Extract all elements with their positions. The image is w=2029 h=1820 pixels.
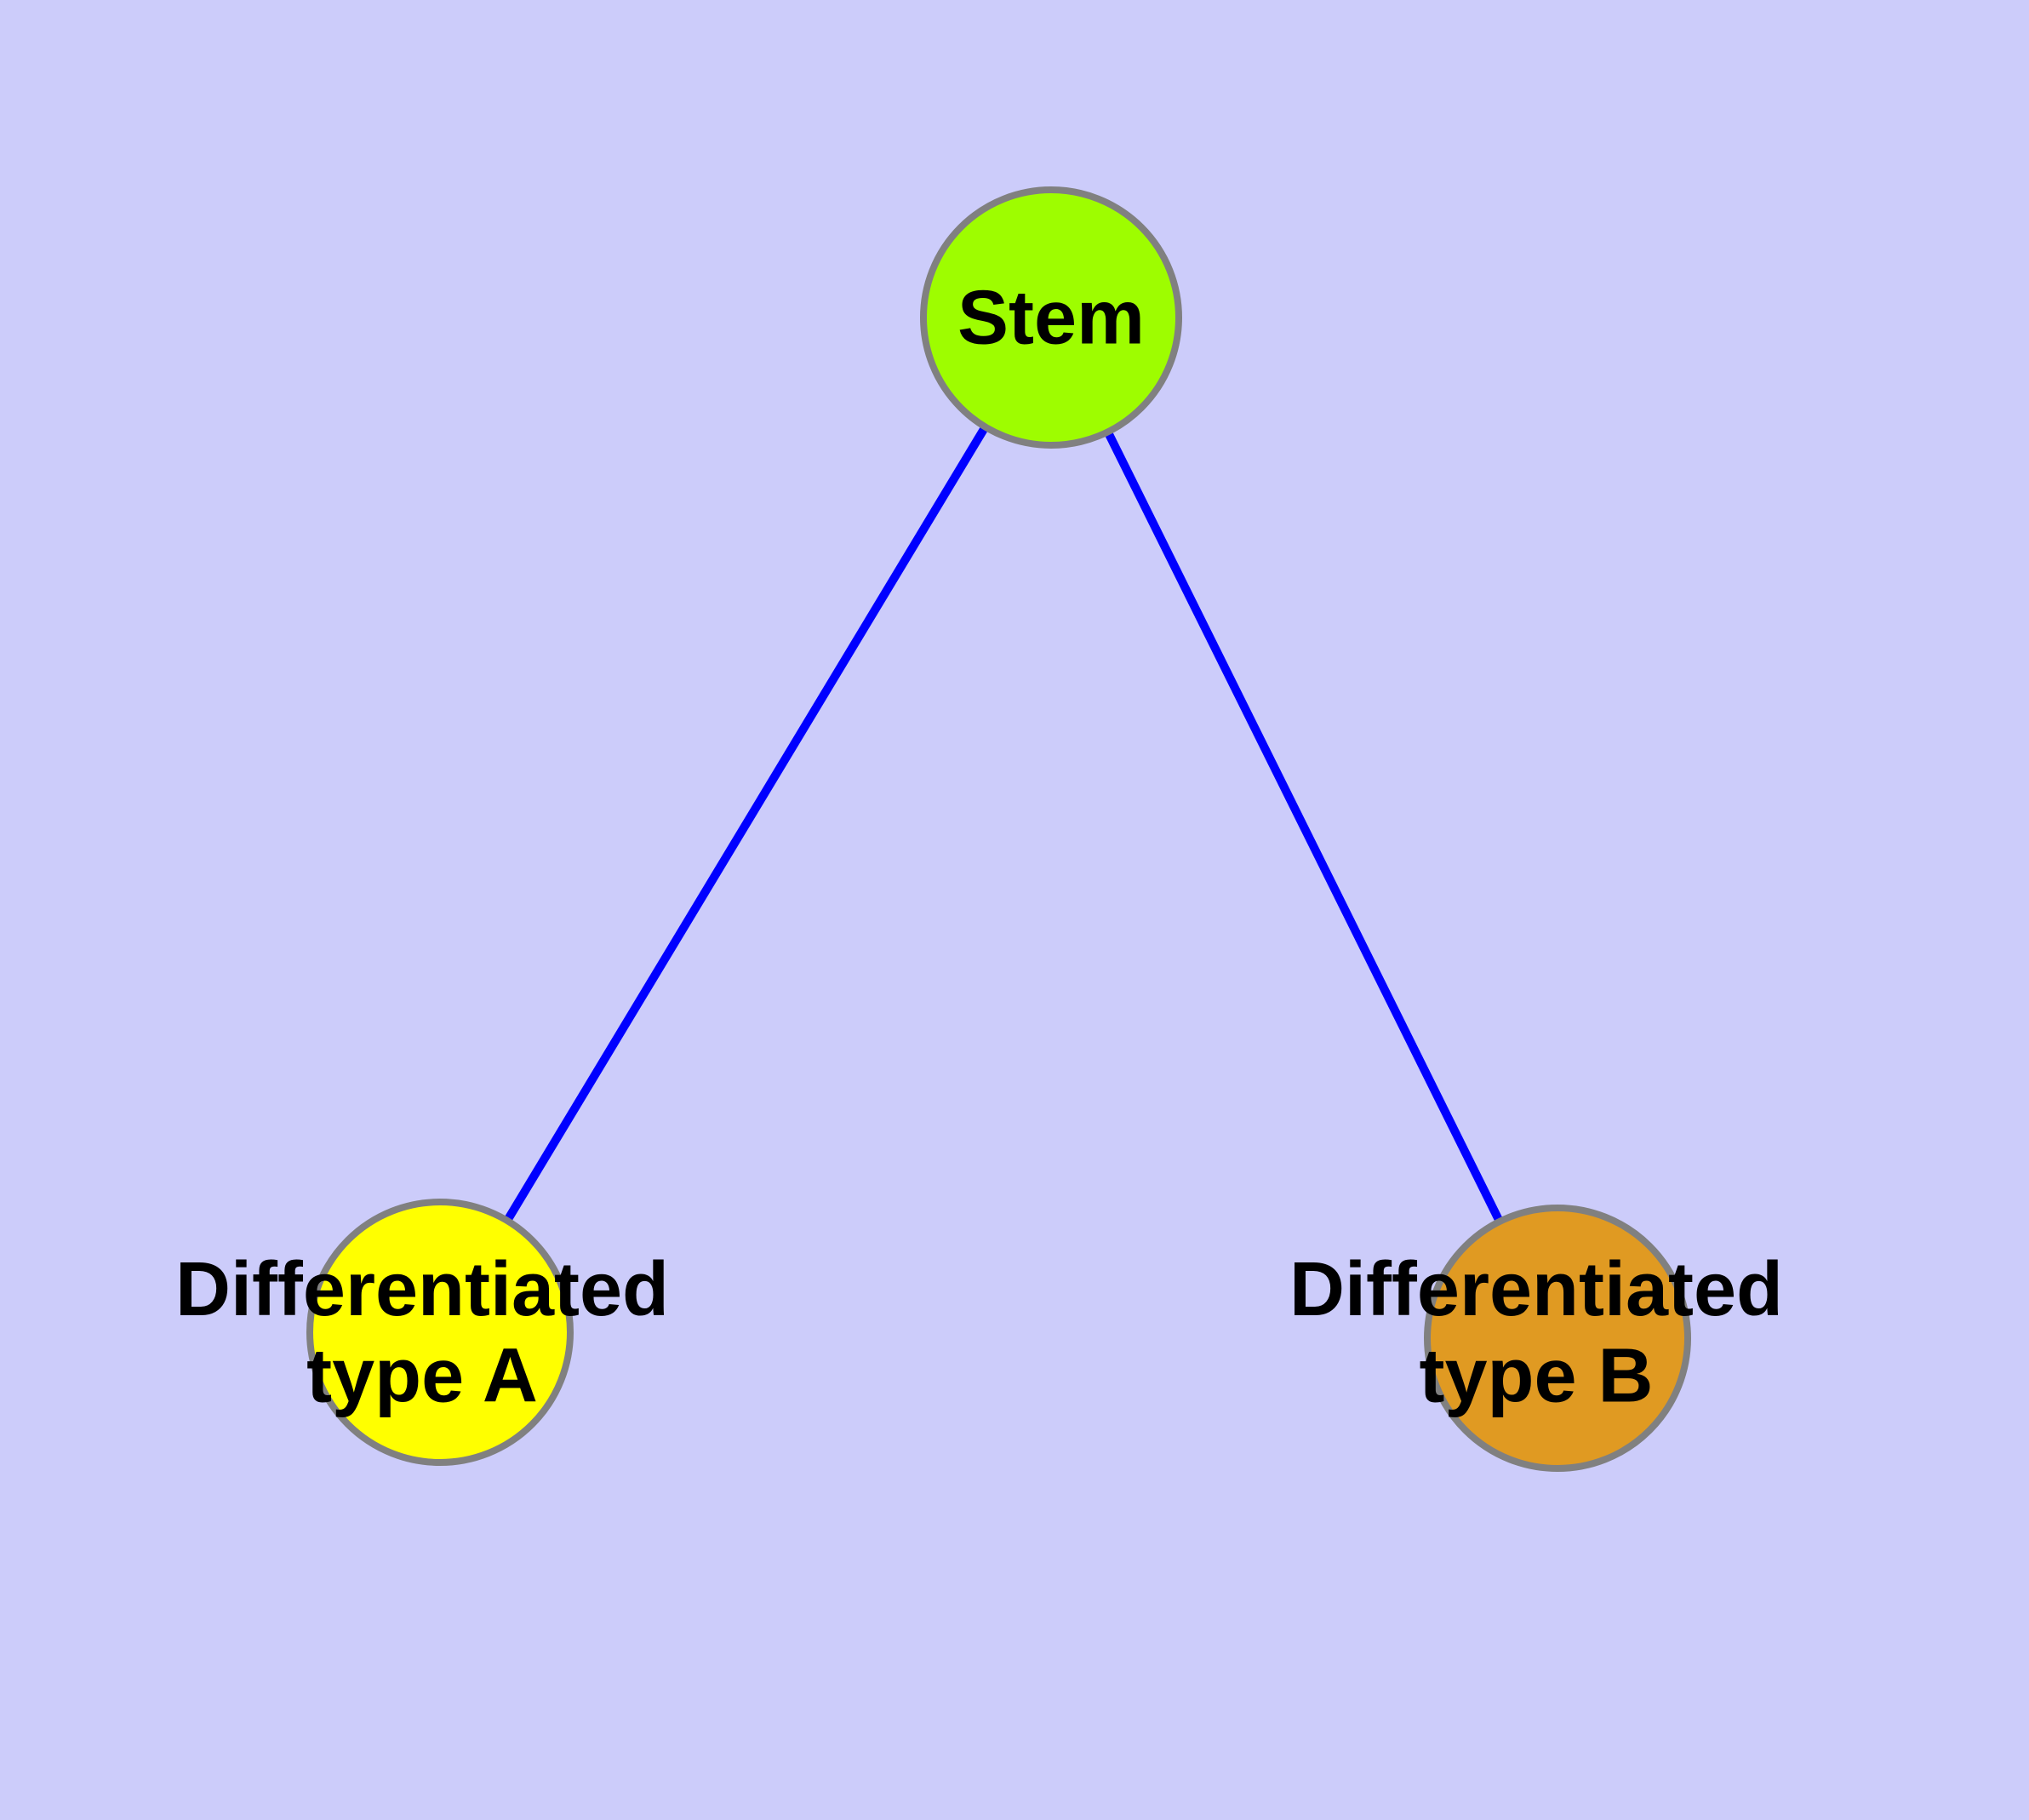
node-label-line: type B — [1419, 1333, 1653, 1418]
node-label-line: Differentiated — [1289, 1247, 1783, 1332]
node-label-line: Stem — [957, 276, 1145, 361]
node-label-stem: Stem — [957, 276, 1145, 361]
edge-stem-to-diff-a — [436, 315, 1055, 1335]
node-label-line: Differentiated — [175, 1247, 669, 1332]
node-diff-b[interactable] — [1424, 1205, 1691, 1472]
node-diff-a[interactable] — [306, 1199, 574, 1466]
edge-stem-to-diff-b — [1047, 315, 1562, 1341]
nodes-layer — [306, 186, 1691, 1472]
node-stem[interactable] — [920, 186, 1182, 449]
node-label-line: type A — [306, 1333, 538, 1418]
edges-layer — [436, 315, 1562, 1341]
